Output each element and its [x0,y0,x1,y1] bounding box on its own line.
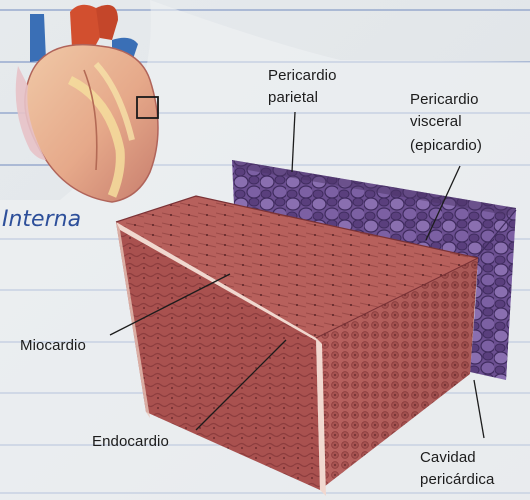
label-endocardio: Endocardio [92,433,169,450]
handwritten-note: Interna [2,207,81,232]
label-line: Pericardio [410,91,479,108]
label-line: pericárdica [420,471,495,488]
label-line: parietal [268,89,318,106]
label-line: Pericardio [268,67,337,84]
label-line: visceral [410,113,462,130]
label-line: Cavidad [420,449,476,466]
label-line: (epicardio) [410,137,482,154]
label-miocardio: Miocardio [20,337,86,354]
